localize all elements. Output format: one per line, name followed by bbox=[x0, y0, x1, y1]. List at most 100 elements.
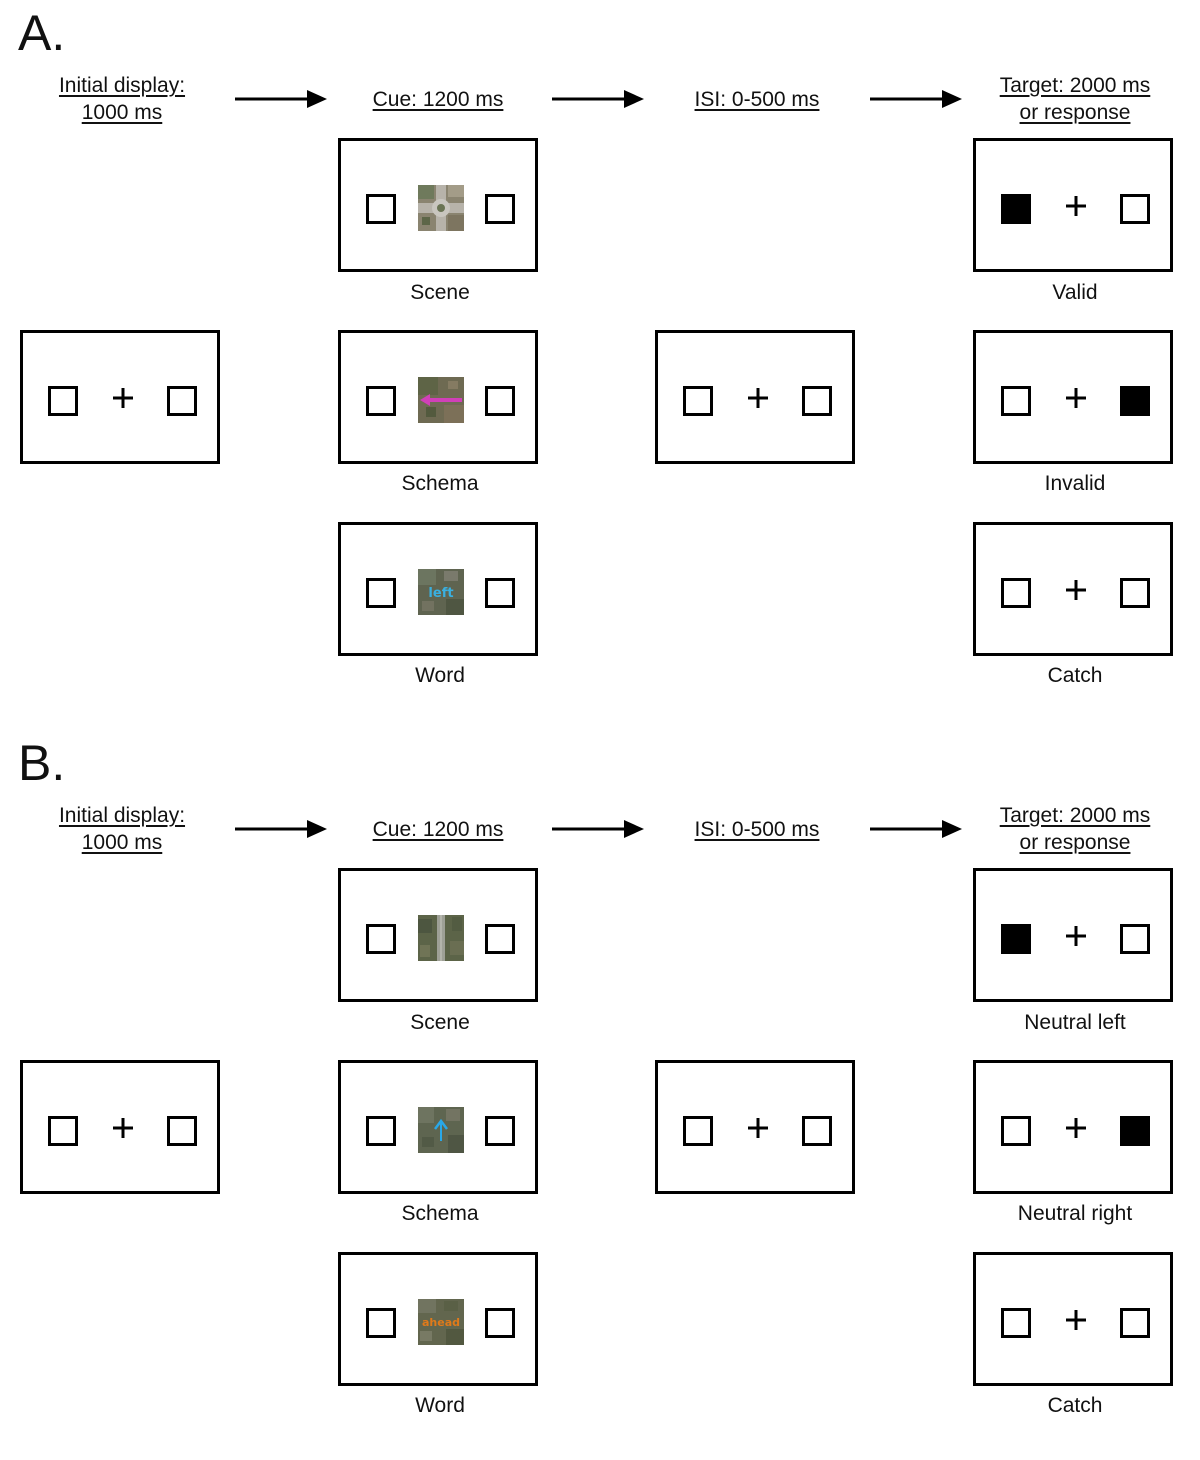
right-placeholder-box bbox=[485, 924, 515, 954]
target-label: Neutral right bbox=[1017, 1202, 1133, 1225]
right-placeholder-box bbox=[485, 386, 515, 416]
target-label: Invalid bbox=[1044, 472, 1106, 495]
cue-word-text: left bbox=[428, 586, 453, 601]
arrow-icon bbox=[552, 90, 644, 108]
right-placeholder-box bbox=[167, 386, 197, 416]
right-placeholder-box bbox=[1120, 194, 1150, 224]
right-target-box bbox=[1120, 1116, 1150, 1146]
left-placeholder-box bbox=[683, 1116, 713, 1146]
left-placeholder-box bbox=[1001, 1308, 1031, 1338]
stage-initial-line-2: 1000 ms bbox=[81, 101, 163, 124]
aerial-word-left-image: left bbox=[418, 569, 464, 615]
cue-label: Word bbox=[415, 664, 465, 687]
arrow-icon bbox=[552, 820, 644, 838]
stage-target-title: Target: 2000 ms or response bbox=[945, 72, 1200, 126]
isi-frame bbox=[655, 1060, 855, 1194]
stage-initial-line-1: Initial display: bbox=[58, 74, 186, 97]
left-placeholder-box bbox=[366, 924, 396, 954]
right-placeholder-box bbox=[485, 578, 515, 608]
right-placeholder-box bbox=[1120, 1308, 1150, 1338]
cue-label: Scene bbox=[410, 281, 470, 304]
target-label: Neutral left bbox=[1024, 1011, 1126, 1034]
target-label: Catch bbox=[1047, 1394, 1103, 1417]
arrow-icon bbox=[235, 820, 327, 838]
stage-target-line-1: Target: 2000 ms bbox=[999, 804, 1151, 827]
cue-schema-frame bbox=[338, 330, 538, 464]
right-placeholder-box bbox=[802, 1116, 832, 1146]
right-placeholder-box bbox=[485, 1308, 515, 1338]
cue-word-text: ahead bbox=[422, 1316, 460, 1329]
left-placeholder-box bbox=[683, 386, 713, 416]
stage-initial-line-2: 1000 ms bbox=[81, 831, 163, 854]
panel-b: B. Initial display: 1000 ms Cue: 1200 ms… bbox=[0, 730, 1200, 1460]
fixation-cross-icon bbox=[1066, 1310, 1086, 1330]
aerial-word-ahead-image: ahead bbox=[418, 1299, 464, 1345]
left-placeholder-box bbox=[366, 386, 396, 416]
fixation-cross-icon bbox=[113, 1118, 133, 1138]
stage-initial-line-1: Initial display: bbox=[58, 804, 186, 827]
stage-isi-title: ISI: 0-500 ms bbox=[694, 88, 820, 111]
stage-target-title: Target: 2000 ms or response bbox=[945, 802, 1200, 856]
aerial-up-arrow-image bbox=[418, 1107, 464, 1153]
right-placeholder-box bbox=[485, 194, 515, 224]
target-frame-neutral-left bbox=[973, 868, 1173, 1002]
cue-label: Schema bbox=[401, 472, 479, 495]
fixation-cross-icon bbox=[748, 1118, 768, 1138]
isi-frame bbox=[655, 330, 855, 464]
aerial-straight-road-image bbox=[418, 915, 464, 961]
aerial-intersection-image bbox=[418, 185, 464, 231]
left-target-box bbox=[1001, 194, 1031, 224]
right-placeholder-box bbox=[802, 386, 832, 416]
left-placeholder-box bbox=[1001, 1116, 1031, 1146]
stage-cue-title: Cue: 1200 ms bbox=[372, 818, 504, 841]
left-placeholder-box bbox=[366, 194, 396, 224]
left-placeholder-box bbox=[366, 578, 396, 608]
cue-word-frame: left bbox=[338, 522, 538, 656]
left-placeholder-box bbox=[1001, 386, 1031, 416]
fixation-cross-icon bbox=[113, 388, 133, 408]
initial-display-frame bbox=[20, 330, 220, 464]
cue-schema-frame bbox=[338, 1060, 538, 1194]
left-placeholder-box bbox=[48, 1116, 78, 1146]
target-frame-catch bbox=[973, 1252, 1173, 1386]
stage-initial-title: Initial display: 1000 ms bbox=[0, 802, 252, 856]
stage-target-line-2: or response bbox=[1019, 101, 1131, 124]
panel-label: B. bbox=[18, 735, 66, 791]
cue-label: Schema bbox=[401, 1202, 479, 1225]
left-placeholder-box bbox=[366, 1116, 396, 1146]
fixation-cross-icon bbox=[1066, 1118, 1086, 1138]
initial-display-frame bbox=[20, 1060, 220, 1194]
fixation-cross-icon bbox=[1066, 196, 1086, 216]
left-placeholder-box bbox=[1001, 578, 1031, 608]
target-label: Catch bbox=[1047, 664, 1103, 687]
cue-scene-frame bbox=[338, 138, 538, 272]
target-frame-catch bbox=[973, 522, 1173, 656]
arrow-icon bbox=[870, 90, 962, 108]
target-frame-invalid bbox=[973, 330, 1173, 464]
aerial-pink-arrow-image bbox=[418, 377, 464, 423]
cue-label: Word bbox=[415, 1394, 465, 1417]
panel-label: A. bbox=[18, 5, 66, 61]
left-placeholder-box bbox=[366, 1308, 396, 1338]
panel-a: A. Initial display: 1000 ms Cue: 1200 ms… bbox=[18, 5, 1200, 687]
right-target-box bbox=[1120, 386, 1150, 416]
arrow-icon bbox=[870, 820, 962, 838]
right-placeholder-box bbox=[1120, 924, 1150, 954]
right-placeholder-box bbox=[485, 1116, 515, 1146]
arrow-icon bbox=[235, 90, 327, 108]
target-frame-neutral-right bbox=[973, 1060, 1173, 1194]
stage-target-line-1: Target: 2000 ms bbox=[999, 74, 1151, 97]
cue-label: Scene bbox=[410, 1011, 470, 1034]
cue-word-frame: ahead bbox=[338, 1252, 538, 1386]
cue-scene-frame bbox=[338, 868, 538, 1002]
stage-isi-title: ISI: 0-500 ms bbox=[694, 818, 820, 841]
target-frame-valid bbox=[973, 138, 1173, 272]
right-placeholder-box bbox=[1120, 578, 1150, 608]
fixation-cross-icon bbox=[1066, 926, 1086, 946]
fixation-cross-icon bbox=[1066, 580, 1086, 600]
fixation-cross-icon bbox=[1066, 388, 1086, 408]
left-target-box bbox=[1001, 924, 1031, 954]
stage-target-line-2: or response bbox=[1019, 831, 1131, 854]
right-placeholder-box bbox=[167, 1116, 197, 1146]
target-label: Valid bbox=[1052, 281, 1098, 304]
